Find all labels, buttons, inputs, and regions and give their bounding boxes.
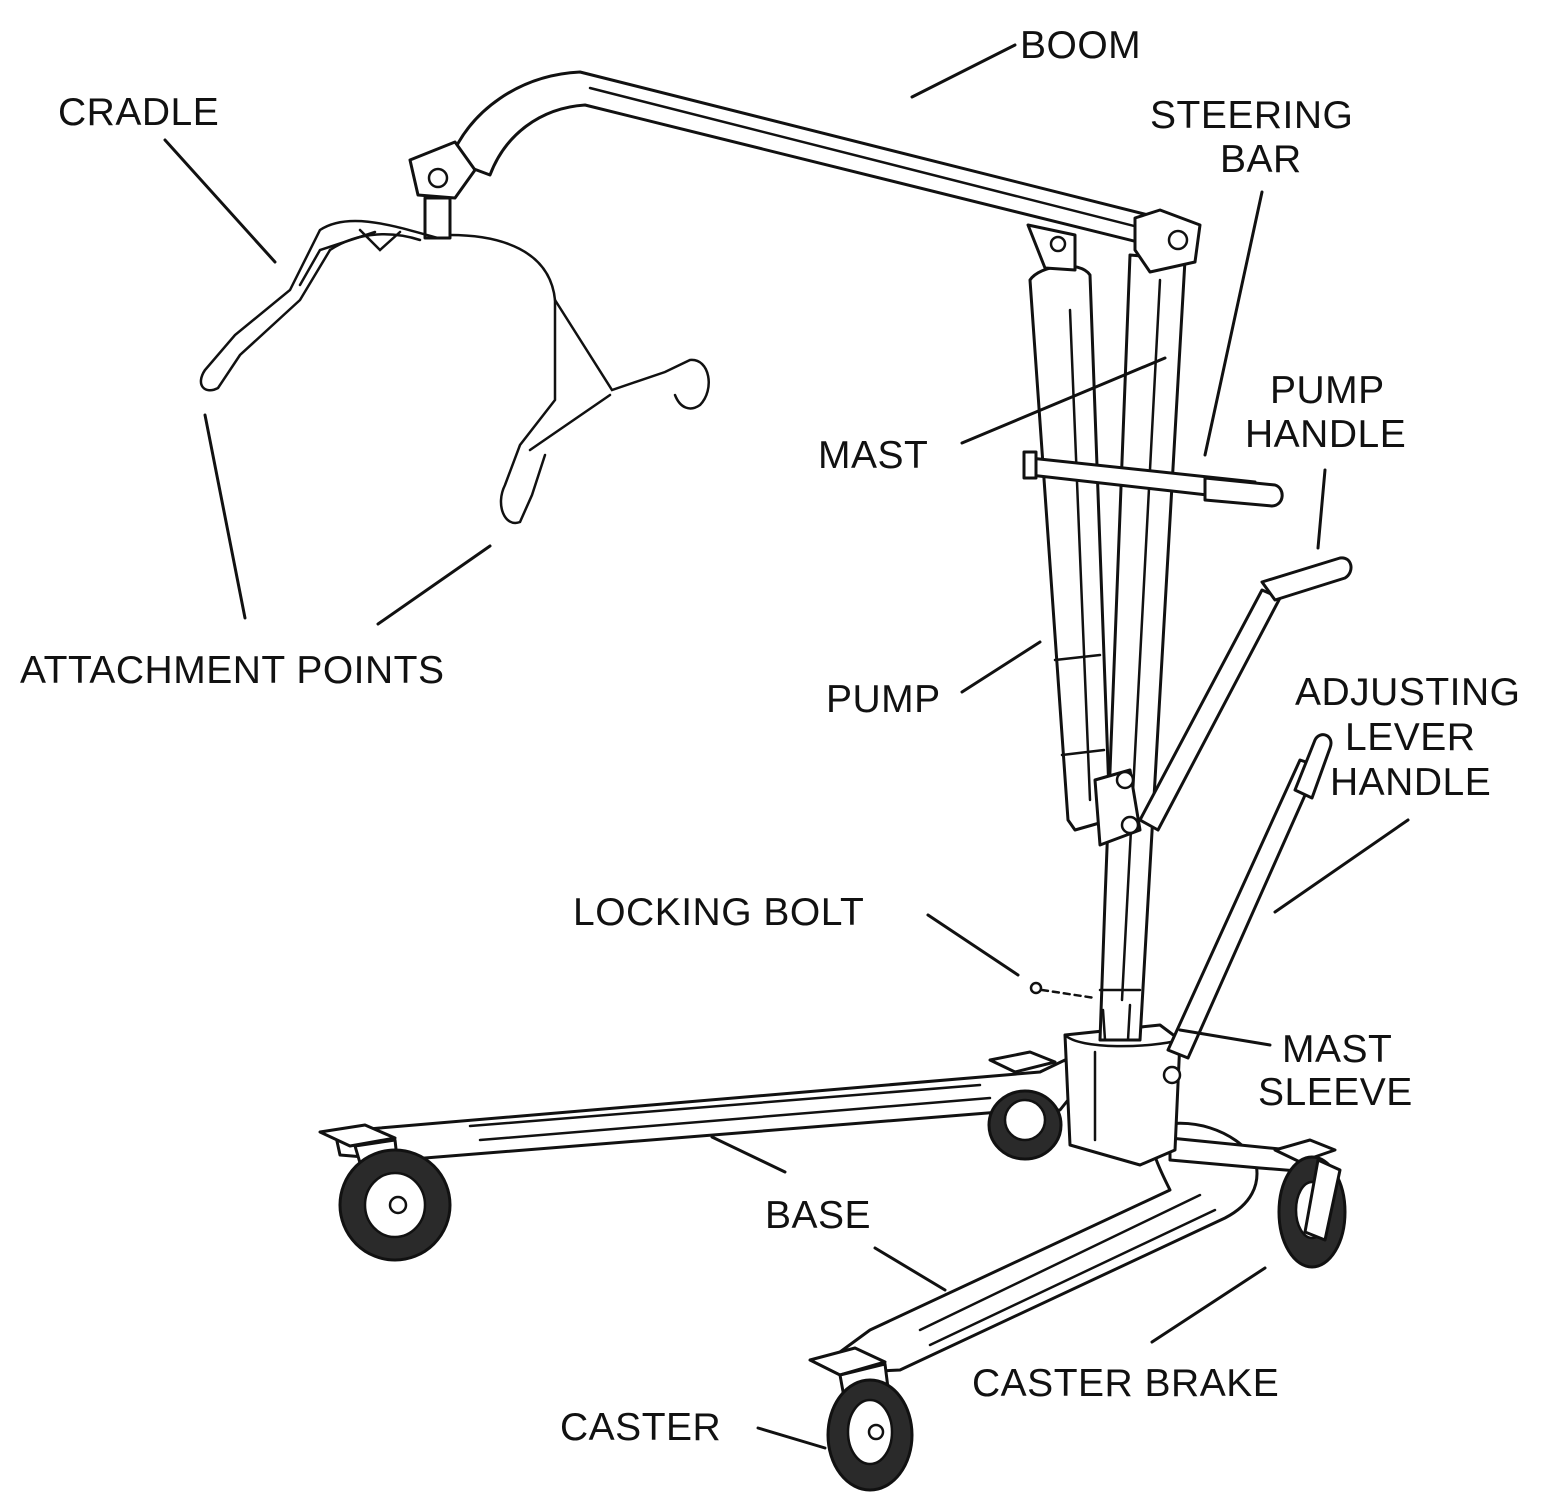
leader-base-lower: [873, 1246, 947, 1292]
leader-adjusting-lever: [1273, 818, 1410, 914]
label-mast-sleeve-1: MAST: [1282, 1028, 1392, 1071]
base-frame: [333, 1058, 1322, 1374]
leader-attachment-left: [203, 413, 247, 620]
leader-caster: [756, 1426, 827, 1450]
label-pump: PUMP: [826, 678, 941, 721]
mast-sleeve-part: [1063, 1023, 1182, 1167]
label-attachment-points: ATTACHMENT POINTS: [20, 649, 445, 692]
label-cradle: CRADLE: [58, 91, 219, 134]
callout-labels: BOOM CRADLE STEERING BAR PUMP HANDLE MAS…: [20, 24, 1521, 1449]
adjusting-lever-part: [1166, 733, 1333, 1060]
leader-boom: [910, 43, 1017, 99]
label-pump-handle-1: PUMP: [1270, 369, 1385, 412]
label-adjusting-lever-3: HANDLE: [1330, 761, 1491, 804]
caster-back-middle: [987, 1050, 1063, 1161]
leader-steering-bar: [1203, 190, 1264, 457]
label-caster-brake: CASTER BRAKE: [972, 1362, 1279, 1405]
label-adjusting-lever-2: LEVER: [1345, 716, 1475, 759]
leader-base-upper: [710, 1135, 787, 1174]
label-mast: MAST: [818, 434, 928, 477]
leader-locking-bolt: [926, 913, 1020, 977]
caster-front: [808, 1346, 914, 1492]
label-steering-bar-2: BAR: [1220, 138, 1302, 181]
leader-mast: [960, 356, 1167, 445]
leader-lines: [163, 43, 1410, 1450]
label-caster: CASTER: [560, 1406, 721, 1449]
leader-cradle: [163, 138, 277, 264]
label-mast-sleeve-2: SLEEVE: [1258, 1071, 1413, 1114]
lift-illustration: [199, 70, 1353, 1492]
leader-pump: [960, 640, 1042, 694]
cradle-part: [199, 219, 710, 525]
label-pump-handle-2: HANDLE: [1245, 413, 1406, 456]
label-steering-bar-1: STEERING: [1150, 94, 1353, 137]
label-locking-bolt: LOCKING BOLT: [573, 891, 864, 934]
locking-bolt-part: [1029, 981, 1097, 1000]
mast-part: [1098, 253, 1187, 1042]
label-adjusting-lever-1: ADJUSTING: [1295, 671, 1521, 714]
leader-caster-brake: [1150, 1266, 1267, 1344]
label-base: BASE: [765, 1194, 871, 1237]
caster-back-right: [1273, 1138, 1347, 1269]
caster-back-left: [318, 1123, 452, 1262]
leader-pump-handle: [1316, 468, 1327, 550]
leader-attachment-right: [376, 544, 492, 626]
steering-bar-part: [1022, 450, 1284, 508]
label-boom: BOOM: [1020, 24, 1141, 67]
pump-handle-part: [1138, 556, 1353, 832]
boom-part: [408, 70, 1202, 274]
leader-mast-sleeve: [1178, 1028, 1272, 1047]
